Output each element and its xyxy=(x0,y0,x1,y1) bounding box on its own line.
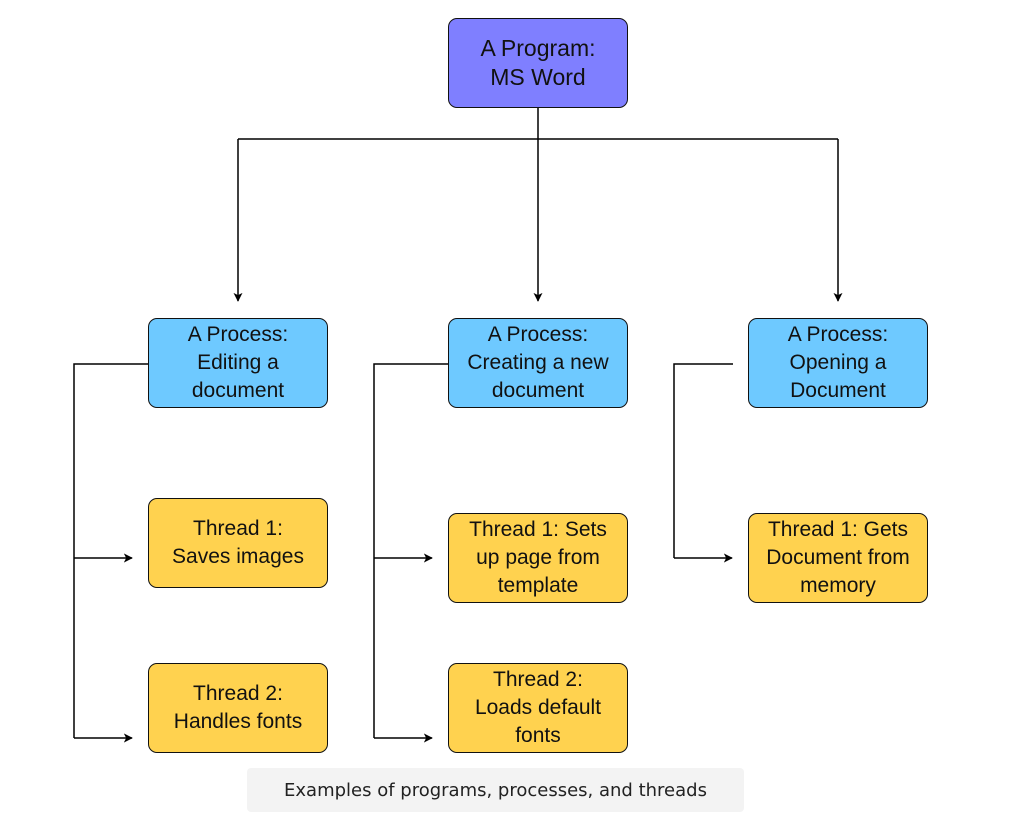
thread-label: Thread 2: Handles fonts xyxy=(173,682,303,733)
thread-node-saves-images: Thread 1: Saves images xyxy=(148,498,328,588)
thread-label: Thread 1: Saves images xyxy=(172,517,304,568)
figure-caption: Examples of programs, processes, and thr… xyxy=(247,768,744,812)
thread-node-sets-up-page: Thread 1: Sets up page from template xyxy=(448,513,628,603)
process-label: A Process: Editing a document xyxy=(187,323,289,402)
process-node-creating: A Process: Creating a new document xyxy=(448,318,628,408)
thread-node-loads-default-fonts: Thread 2: Loads default fonts xyxy=(448,663,628,753)
program-label: A Program: MS Word xyxy=(480,35,596,90)
process-label: A Process: Creating a new document xyxy=(467,323,609,402)
program-node: A Program: MS Word xyxy=(448,18,628,108)
process-label: A Process: Opening a Document xyxy=(787,323,889,402)
thread-label: Thread 2: Loads default fonts xyxy=(474,668,602,747)
thread-label: Thread 1: Gets Document from memory xyxy=(766,518,910,597)
connector-process-2-spine xyxy=(373,363,448,738)
connector-process-3-spine xyxy=(673,363,733,558)
process-node-opening: A Process: Opening a Document xyxy=(748,318,928,408)
thread-node-handles-fonts: Thread 2: Handles fonts xyxy=(148,663,328,753)
thread-node-gets-document: Thread 1: Gets Document from memory xyxy=(748,513,928,603)
thread-label: Thread 1: Sets up page from template xyxy=(469,518,607,597)
connector-process-1-spine xyxy=(73,363,148,738)
process-node-editing: A Process: Editing a document xyxy=(148,318,328,408)
connector-lines xyxy=(73,108,843,743)
